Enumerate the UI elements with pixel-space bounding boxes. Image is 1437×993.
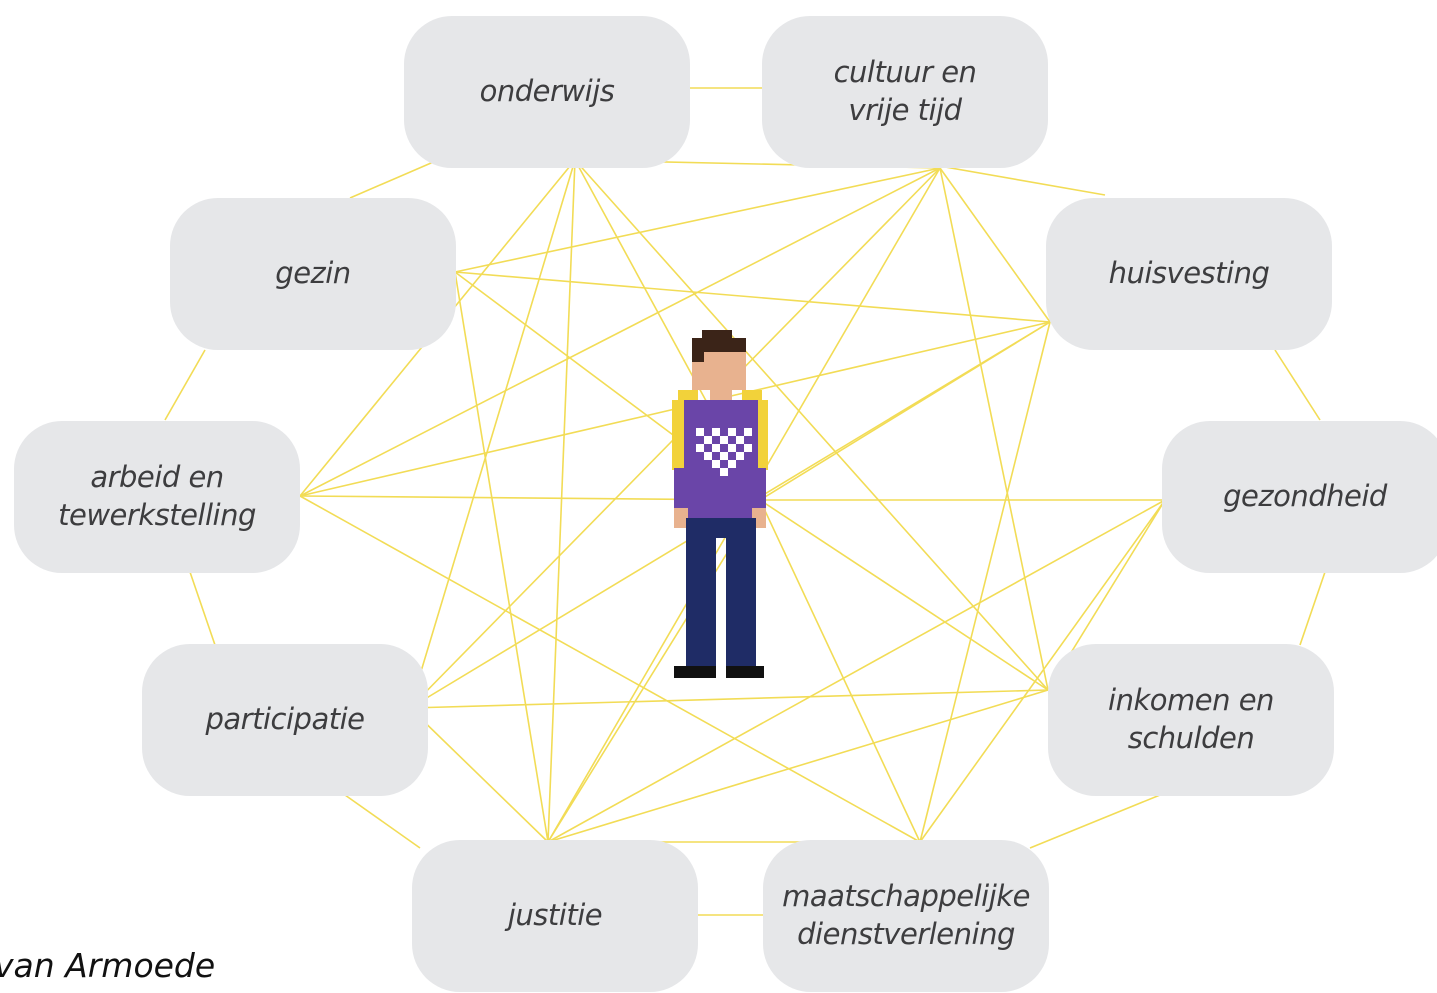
domain-label-inkomen: inkomen en schulden — [1108, 683, 1274, 755]
domain-label-arbeid: arbeid en tewerkstelling — [58, 460, 256, 532]
connection-line — [299, 495, 921, 843]
connection-line — [344, 794, 421, 849]
domain-box-inkomen: inkomen en schulden — [1048, 644, 1334, 796]
connection-line — [759, 321, 1051, 501]
connection-line — [454, 271, 549, 843]
connection-line — [454, 271, 1051, 323]
domain-label-justitie: justitie — [507, 898, 603, 933]
domain-box-arbeid: arbeid en tewerkstelling — [14, 421, 300, 573]
connection-line — [919, 499, 1166, 843]
connection-line — [547, 499, 1166, 843]
connection-line — [164, 349, 206, 421]
domain-label-gezondheid: gezondheid — [1223, 479, 1387, 514]
connection-line — [547, 689, 1049, 843]
domain-label-maatschappelijke: maatschappelijke dienstverlening — [782, 879, 1030, 951]
pixel-person-figure — [672, 330, 768, 678]
connection-line — [409, 707, 549, 843]
connection-line — [547, 499, 761, 843]
domain-label-gezin: gezin — [275, 256, 351, 291]
domain-box-maatschappelijke: maatschappelijke dienstverlening — [763, 840, 1049, 992]
connection-line — [759, 499, 921, 843]
connection-line — [454, 167, 941, 273]
connection-line — [189, 571, 216, 646]
domain-box-justitie: justitie — [412, 840, 698, 992]
domain-box-cultuur: cultuur en vrije tijd — [762, 16, 1048, 168]
connection-line — [409, 159, 576, 709]
domain-box-gezin: gezin — [170, 198, 456, 350]
connection-line — [919, 321, 1051, 843]
connection-line — [547, 159, 576, 843]
footer-caption: van Armoede — [0, 946, 216, 985]
connection-line — [759, 499, 1049, 691]
domain-box-gezondheid: gezondheid — [1162, 421, 1437, 573]
domain-box-onderwijs: onderwijs — [404, 16, 690, 168]
domain-box-participatie: participatie — [142, 644, 428, 796]
connection-line — [1029, 794, 1161, 849]
connection-line — [1299, 571, 1326, 646]
connection-line — [1274, 349, 1321, 421]
domain-label-participatie: participatie — [205, 702, 365, 737]
connection-line — [939, 167, 1051, 323]
connection-line — [409, 689, 1049, 709]
connection-line — [349, 159, 439, 199]
connection-line — [299, 167, 941, 497]
connection-line — [574, 159, 1049, 691]
domain-label-huisvesting: huisvesting — [1108, 256, 1270, 291]
connection-line — [939, 167, 1049, 691]
domain-label-cultuur: cultuur en vrije tijd — [833, 55, 977, 127]
domain-label-onderwijs: onderwijs — [479, 74, 615, 109]
domain-box-huisvesting: huisvesting — [1046, 198, 1332, 350]
